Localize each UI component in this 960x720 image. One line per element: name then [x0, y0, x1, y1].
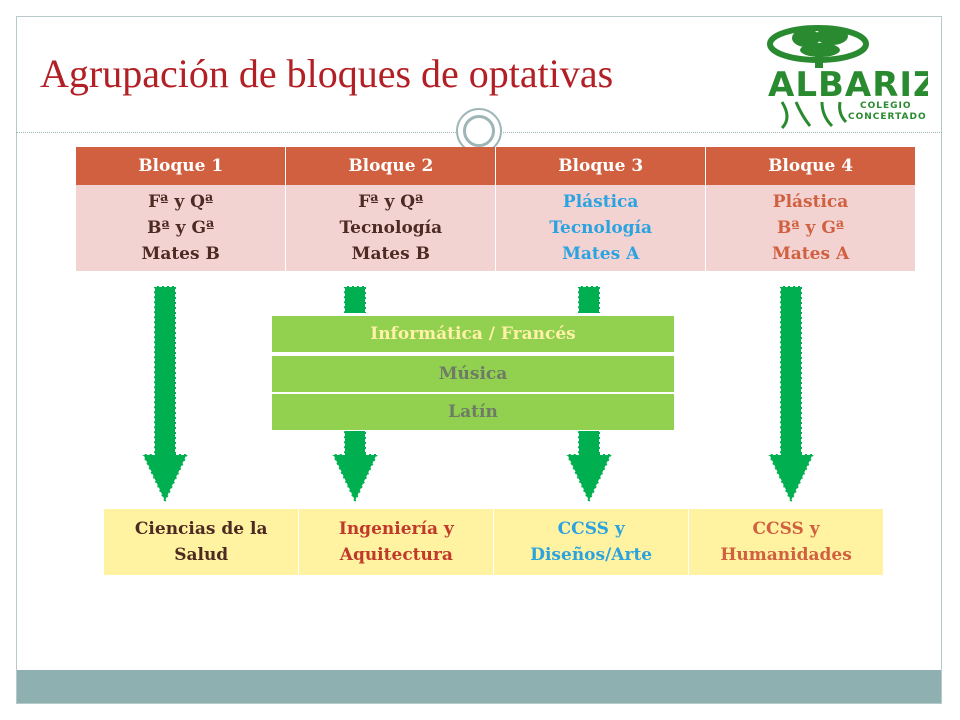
block-2-subjects: Fª y Qª Tecnología Mates B [285, 185, 497, 271]
block-header: Bloque 3 [495, 147, 707, 185]
optional-subjects-box: Informática / Francés Música Latín [268, 313, 676, 431]
block-3-subjects: Plástica Tecnología Mates A [495, 185, 707, 271]
subject: Mates B [141, 244, 220, 264]
outcome-line: CCSS y [557, 519, 625, 539]
optional-subject: Latín [272, 394, 674, 430]
blocks-subjects-row: Fª y Qª Bª y Gª Mates B Fª y Qª Tecnolog… [76, 185, 916, 271]
outcome-ciencias-salud: Ciencias de la Salud [104, 509, 300, 575]
outcome-line: Salud [174, 545, 229, 565]
optional-subject: Informática / Francés [272, 316, 674, 352]
outcome-ccss-arte: CCSS y Diseños/Arte [493, 509, 690, 575]
blocks-table: Bloque 1 Bloque 2 Bloque 3 Bloque 4 Fª y… [76, 147, 916, 271]
slide-frame [16, 16, 942, 704]
subject: Tecnología [549, 218, 653, 238]
subject: Plástica [562, 192, 639, 212]
optional-subject: Música [272, 356, 674, 392]
blocks-header-row: Bloque 1 Bloque 2 Bloque 3 Bloque 4 [76, 147, 916, 185]
subject: Mates B [351, 244, 430, 264]
outcome-line: Aquitectura [339, 545, 453, 565]
subject: Mates A [771, 244, 850, 264]
ring-ornament [456, 108, 502, 154]
outcomes-row: Ciencias de la Salud Ingeniería y Aquite… [104, 509, 884, 575]
slide-title: Agrupación de bloques de optativas [40, 51, 614, 96]
arrow-down-icon [140, 285, 190, 506]
block-1-subjects: Fª y Qª Bª y Gª Mates B [76, 185, 287, 271]
arrow-down-icon [766, 285, 816, 506]
outcome-line: Diseños/Arte [530, 545, 653, 565]
subject: Tecnología [339, 218, 443, 238]
subject: Plástica [772, 192, 849, 212]
logo-name: ALBARIZA [768, 65, 928, 105]
albariza-logo: ALBARIZA COLEGIO CONCERTADO [767, 25, 928, 130]
block-header: Bloque 4 [705, 147, 916, 185]
subject: Mates A [562, 244, 640, 264]
subject: Fª y Qª [358, 192, 424, 212]
logo-line-concertado: CONCERTADO [848, 112, 927, 122]
outcome-ingenieria: Ingeniería y Aquitectura [298, 509, 495, 575]
block-4-subjects: Plástica Bª y Gª Mates A [705, 185, 916, 271]
footer-bar [17, 670, 941, 703]
block-header: Bloque 1 [76, 147, 287, 185]
outcomes-table: Ciencias de la Salud Ingeniería y Aquite… [104, 509, 884, 575]
logo-line-colegio: COLEGIO [860, 101, 912, 111]
roots-icon [780, 101, 848, 130]
outcome-line: Ciencias de la [134, 519, 268, 539]
outcome-line: Humanidades [720, 545, 852, 565]
outcome-line: CCSS y [752, 519, 820, 539]
subject: Bª y Gª [776, 218, 845, 238]
outcome-ccss-humanidades: CCSS y Humanidades [688, 509, 884, 575]
tree-icon [767, 25, 869, 68]
block-header: Bloque 2 [285, 147, 497, 185]
outcome-line: Ingeniería y [338, 519, 454, 539]
subject: Fª y Qª [148, 192, 214, 212]
subject: Bª y Gª [147, 218, 215, 238]
